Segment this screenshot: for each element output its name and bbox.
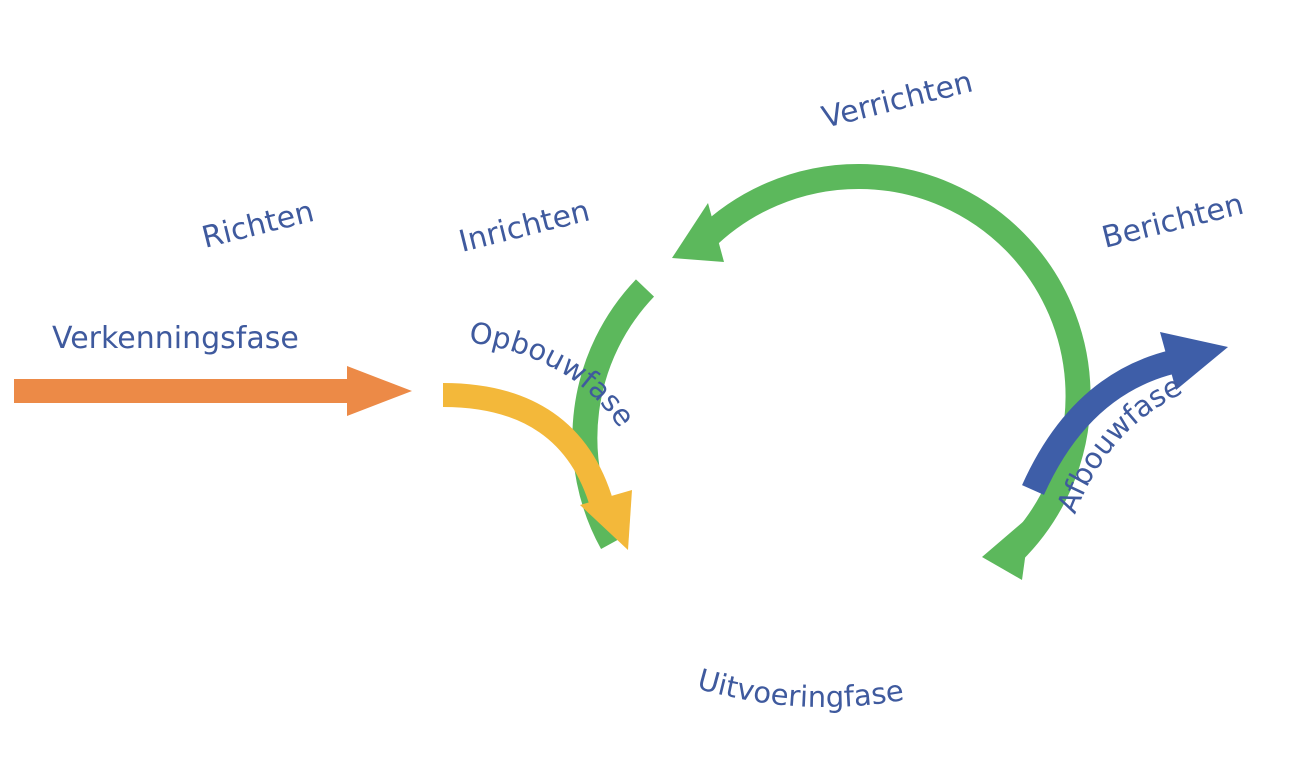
richten-label: Richten: [198, 194, 317, 256]
uitvoeringfase-label: Uitvoeringfase: [694, 662, 906, 714]
berichten-label: Berichten: [1098, 187, 1247, 256]
opbouwfase-arrow: [442, 383, 632, 550]
verkenningsfase-arrow: [14, 366, 412, 416]
afbouwfase-arrow: [1022, 332, 1228, 495]
verkenningsfase-label: Verkenningsfase: [52, 321, 299, 356]
inrichten-label: Inrichten: [455, 194, 593, 260]
verrichten-label: Verrichten: [818, 65, 976, 136]
cycle-ring-arrow: [572, 163, 1091, 580]
